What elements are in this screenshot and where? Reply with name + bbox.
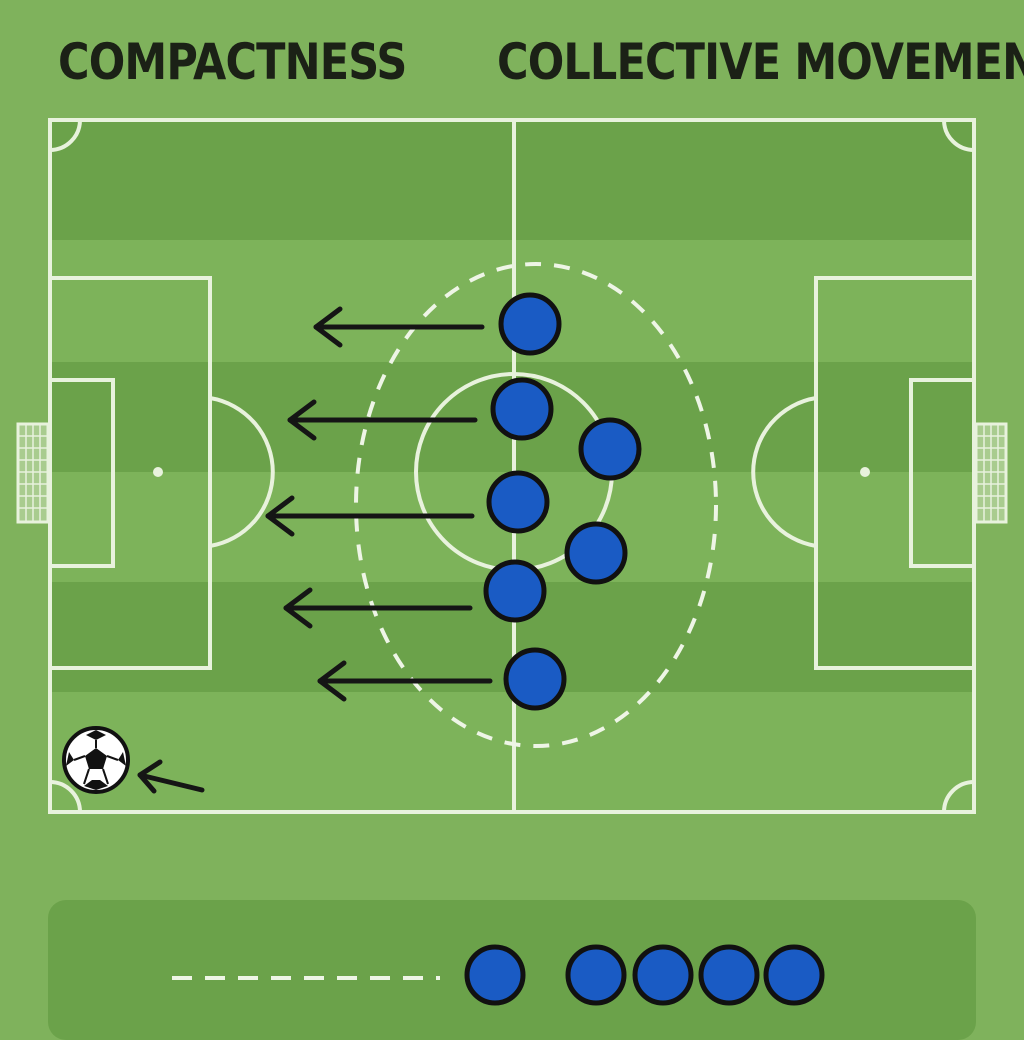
arrow-left-icon xyxy=(137,759,205,794)
player-marker-icon xyxy=(564,521,628,585)
goal-net-icon xyxy=(974,422,1008,524)
arrow-left-icon xyxy=(313,306,485,348)
player-marker-icon xyxy=(486,470,550,534)
compact-zone-ellipse xyxy=(354,262,718,748)
left-goal-box xyxy=(48,378,115,568)
soccer-ball-icon xyxy=(62,726,130,794)
goal-net-icon xyxy=(16,422,50,524)
player-marker-icon xyxy=(503,647,567,711)
players xyxy=(483,292,642,711)
right-penalty-arc xyxy=(751,396,817,548)
title-collective-movement: COLLECTIVE MOVEMENT xyxy=(497,33,1024,91)
right-goal-box xyxy=(909,378,976,568)
arrow-left-icon xyxy=(317,660,493,702)
corner-arc xyxy=(942,119,975,152)
arrow-left-icon xyxy=(265,495,475,537)
player-marker-icon xyxy=(565,944,627,1006)
arrow-left-icon xyxy=(283,587,473,629)
corner-arc xyxy=(49,780,82,813)
corner-arc xyxy=(942,780,975,813)
right-penalty-spot xyxy=(860,467,870,477)
player-marker-icon xyxy=(578,417,642,481)
movement-arrows xyxy=(137,306,493,794)
player-marker-icon xyxy=(490,377,554,441)
title-compactness: COMPACTNESS xyxy=(58,33,407,91)
player-marker-icon xyxy=(698,944,760,1006)
arrow-left-icon xyxy=(287,399,478,441)
corner-arc xyxy=(49,119,82,152)
player-marker-icon xyxy=(632,944,694,1006)
player-marker-icon xyxy=(483,559,547,623)
player-marker-icon xyxy=(763,944,825,1006)
left-penalty-spot xyxy=(153,467,163,477)
left-penalty-arc xyxy=(209,396,275,548)
player-marker-icon xyxy=(464,944,526,1006)
player-marker-icon xyxy=(498,292,562,356)
